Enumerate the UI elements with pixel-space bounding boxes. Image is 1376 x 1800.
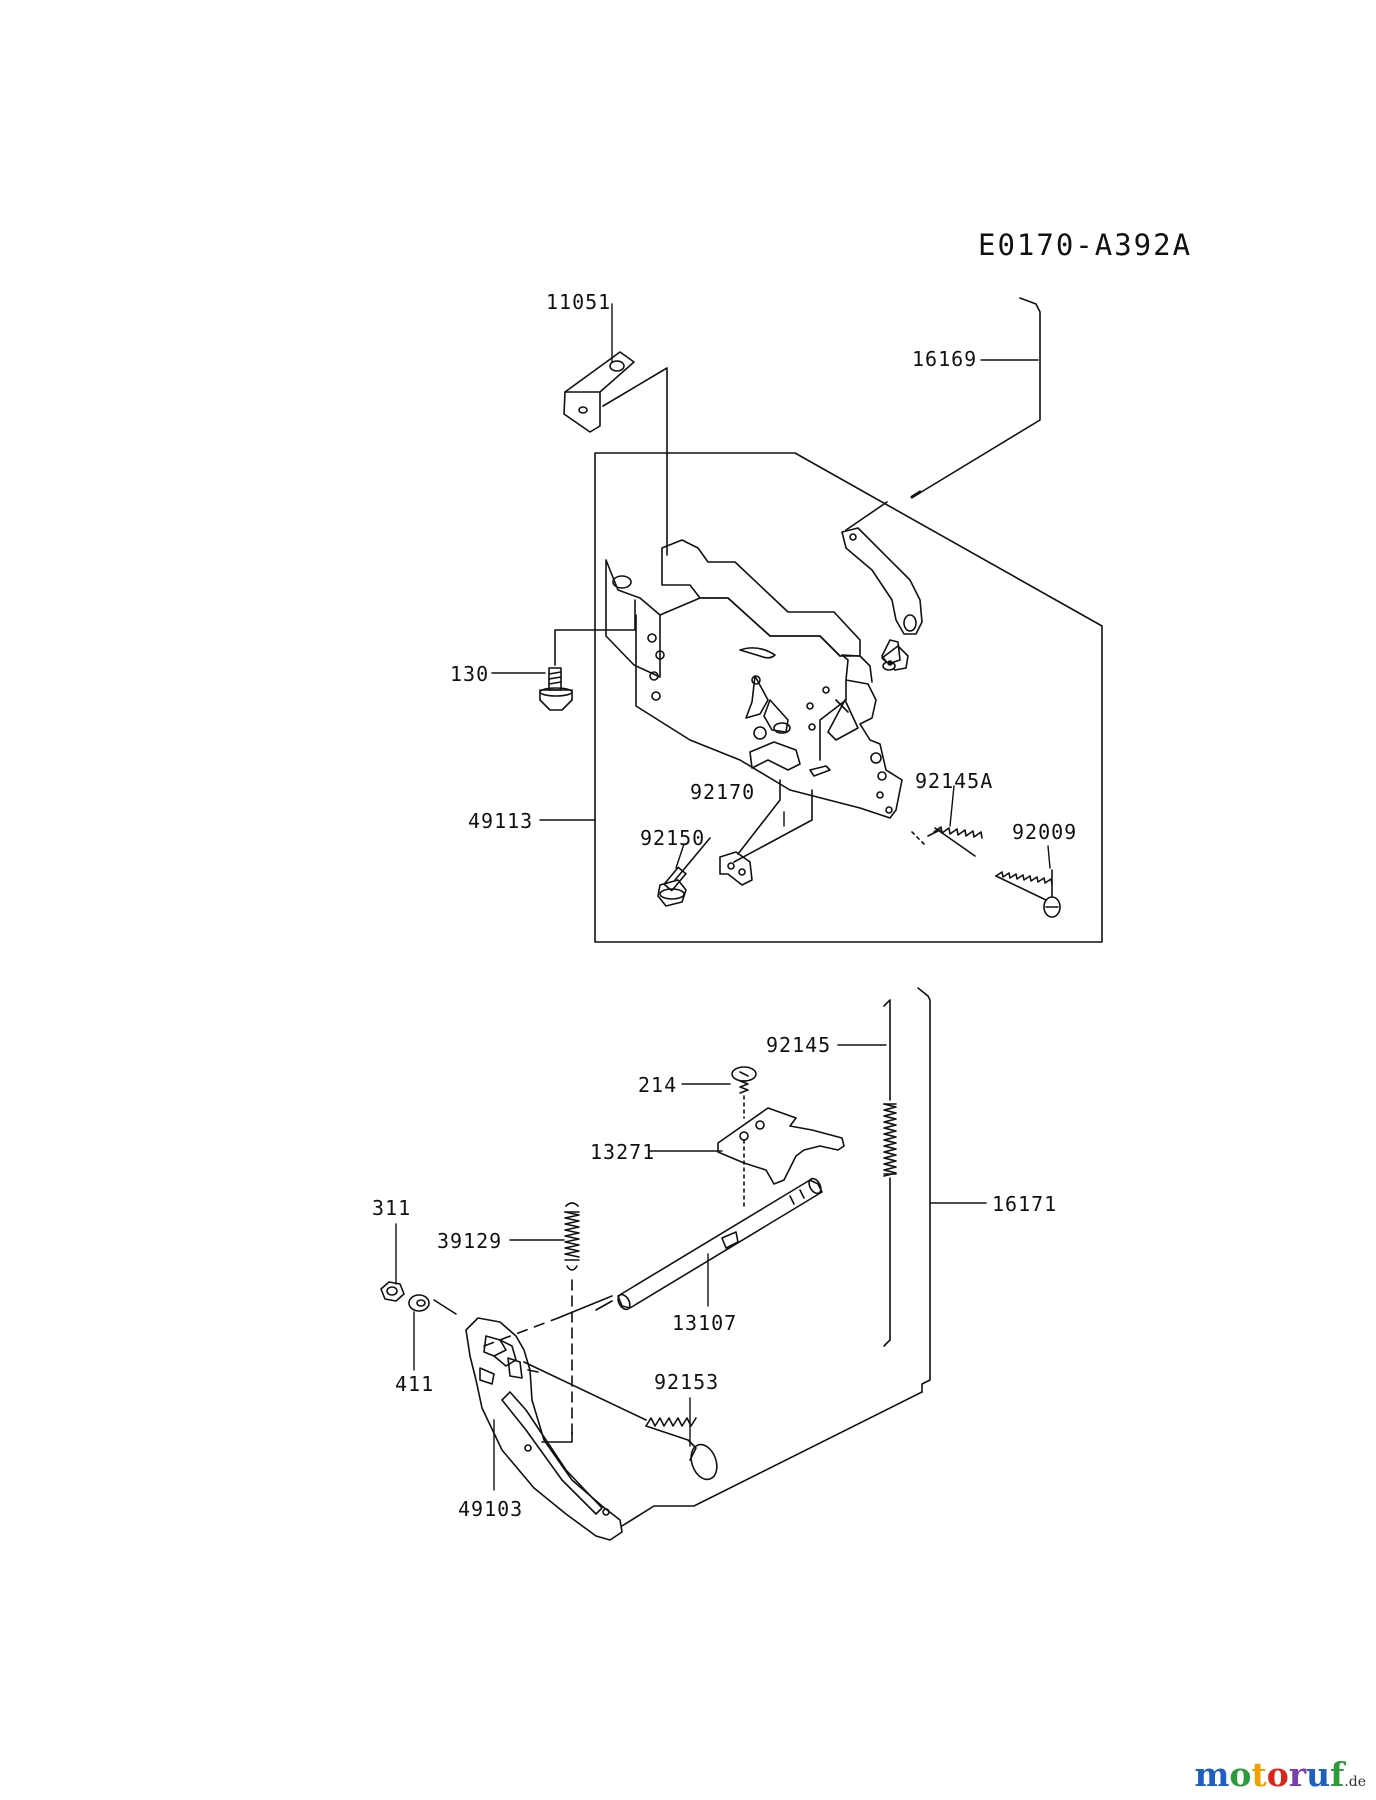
label-311: 311: [372, 1196, 412, 1220]
spring-92145A: [912, 827, 982, 856]
label-92145A: 92145A: [915, 769, 994, 793]
plate-13271: [718, 1108, 844, 1210]
label-92145: 92145: [766, 1033, 832, 1057]
watermark-suffix: .de: [1344, 1774, 1366, 1790]
diagram-code: E0170-A392A: [978, 228, 1193, 262]
label-49113: 49113: [468, 809, 534, 833]
watermark-letter: o: [1266, 1755, 1289, 1794]
label-13271: 13271: [590, 1140, 656, 1164]
label-130: 130: [450, 662, 490, 686]
label-214: 214: [638, 1073, 678, 1097]
watermark-letter: m: [1194, 1755, 1230, 1794]
screw-92009: [996, 870, 1060, 917]
label-49103: 49103: [458, 1497, 524, 1521]
nut-311: [381, 1282, 404, 1301]
label-92153: 92153: [654, 1370, 720, 1394]
bolt-130: [540, 600, 635, 710]
label-16169: 16169: [912, 347, 978, 371]
watermark-logo: motoruf.de: [1195, 1755, 1367, 1794]
washer-411: [409, 1295, 456, 1314]
governor-arm: [842, 528, 922, 670]
shaft-13107: [596, 1177, 823, 1312]
spring-92145: [884, 1000, 896, 1346]
bracket-11051: [564, 352, 667, 555]
label-39129: 39129: [437, 1229, 503, 1253]
clip-92170: [720, 780, 812, 885]
group-frame-top: [595, 453, 1102, 942]
rod-16171: [918, 988, 930, 1392]
watermark-letter: r: [1288, 1755, 1307, 1794]
label-11051: 11051: [546, 290, 612, 314]
plate-49113: [606, 540, 902, 818]
label-92170: 92170: [690, 780, 756, 804]
label-411: 411: [395, 1372, 435, 1396]
bolt-92150: [658, 838, 710, 906]
label-92009: 92009: [1012, 820, 1078, 844]
watermark-text: motoruf: [1195, 1755, 1345, 1794]
rod-16169: [846, 298, 1040, 530]
watermark-letter: t: [1251, 1755, 1267, 1794]
leader-lines: [396, 304, 1050, 1490]
label-16171: 16171: [992, 1192, 1058, 1216]
label-92150: 92150: [640, 826, 706, 850]
lever-49103: [466, 1296, 922, 1540]
label-13107: 13107: [672, 1311, 738, 1335]
spring-39129: [542, 1203, 579, 1442]
watermark-letter: f: [1330, 1755, 1345, 1794]
screw-214: [732, 1067, 756, 1118]
pin-92153: [524, 1362, 721, 1483]
watermark-letter: o: [1229, 1755, 1252, 1794]
watermark-letter: u: [1306, 1755, 1331, 1794]
